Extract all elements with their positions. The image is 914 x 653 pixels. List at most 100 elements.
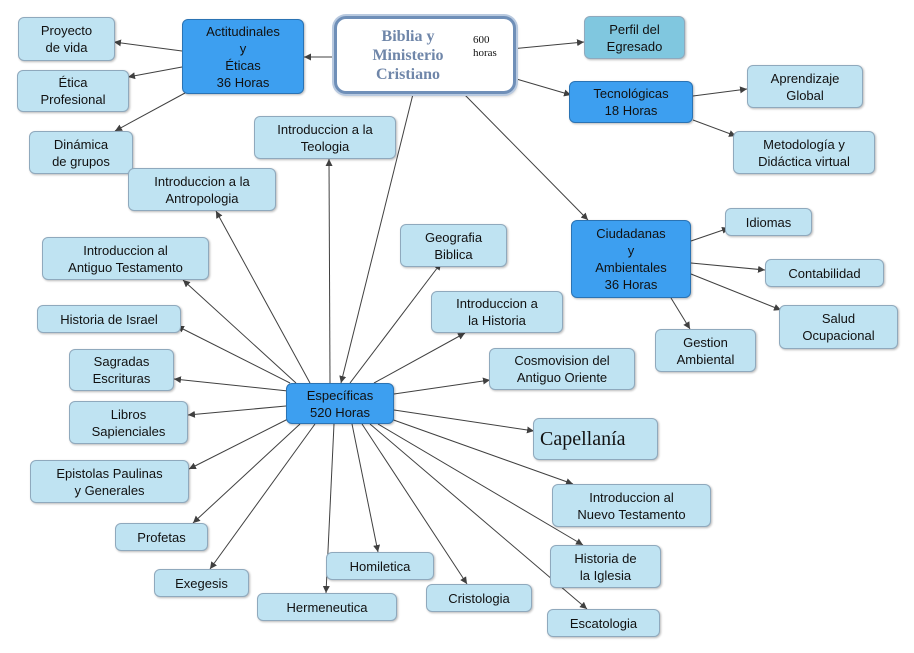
node-sagradas-escrituras-line-2: Escrituras (92, 371, 151, 386)
edge-actitudinales-dinamica (114, 92, 186, 132)
node-intro-historia[interactable]: Introduccion a la Historia (431, 291, 563, 333)
node-idiomas[interactable]: Idiomas (725, 208, 812, 236)
root-hours-label-line-1: 600 (473, 34, 490, 46)
node-actitudinales-eticas-line-1: Actitudinales (206, 23, 280, 39)
node-intro-nuevo-testamento-line-1: Introduccion al (589, 489, 674, 505)
node-epistolas-paulinas-line-2: y Generales (74, 482, 145, 498)
node-intro-historia-line-1: Introduccion a (456, 296, 538, 311)
edge-especificas-sagradas (173, 376, 289, 392)
node-dinamica-grupos-line-1: Dinámica (53, 136, 109, 152)
node-ciudadanas-ambientales-line-3: Ambientales (595, 260, 667, 275)
edge-root-ciudadanas (462, 92, 589, 221)
node-proyecto-vida[interactable]: Proyecto de vida (18, 17, 115, 61)
edge-especificas-historia (373, 332, 466, 384)
edge-tecnologicas-aprendizaje (692, 86, 748, 97)
node-metodologia-didactica-line-1: Metodología y (763, 136, 845, 152)
edge-root-especificas (339, 93, 414, 384)
edge-especificas-geografia (349, 262, 442, 384)
node-historia-israel[interactable]: Historia de Israel (37, 305, 181, 333)
node-capellania[interactable]: Capellanía (533, 418, 658, 460)
node-contabilidad[interactable]: Contabilidad (765, 259, 884, 287)
edge-especificas-antropologia (215, 210, 311, 384)
edge-tecnologicas-metodologia (692, 119, 737, 137)
node-exegesis[interactable]: Exegesis (154, 569, 249, 597)
node-intro-antiguo-testamento-line-2: Antiguo Testamento (68, 259, 183, 275)
node-dinamica-grupos-line-2: de grupos (52, 153, 110, 169)
edge-especificas-israel (176, 325, 291, 384)
node-tecnologicas-line-1: Tecnológicas (593, 86, 669, 101)
node-libros-sapienciales-line-1: Libros (110, 406, 147, 422)
node-libros-sapienciales-line-2: Sapienciales (91, 423, 166, 439)
edge-actitudinales-etica (127, 66, 183, 80)
node-exegesis-line-1: Exegesis (175, 575, 228, 591)
edge-especificas-cristologia (361, 423, 468, 585)
node-actitudinales-eticas-line-2: y (239, 40, 247, 56)
edge-especificas-teologia (325, 158, 333, 384)
root-node-biblia-line-1: Biblia y (381, 27, 435, 45)
node-geografia-biblica-line-1: Geografia (424, 229, 483, 245)
node-intro-antiguo-testamento-line-1: Introduccion al (83, 242, 168, 258)
node-etica-profesional-line-1: Ética (58, 75, 88, 90)
edge-especificas-homiletica (351, 423, 381, 553)
node-historia-iglesia-line-1: Historia de (574, 550, 637, 566)
node-cristologia-line-1: Cristologia (448, 590, 510, 606)
node-sagradas-escrituras-line-1: Sagradas (93, 354, 150, 369)
node-profetas-line-1: Profetas (137, 529, 186, 545)
node-proyecto-vida-line-1: Proyecto (40, 23, 93, 38)
node-perfil-egresado-line-2: Egresado (606, 38, 663, 54)
node-epistolas-paulinas-line-1: Epistolas Paulinas (56, 465, 163, 481)
node-actitudinales-eticas-line-3: Éticas (225, 57, 261, 73)
node-idiomas-line-1: Idiomas (745, 214, 792, 230)
node-intro-teologia-line-1: Introduccion a la (277, 121, 373, 137)
root-node-biblia-line-2: Ministerio (372, 46, 444, 64)
node-gestion-ambiental-line-1: Gestion (683, 334, 728, 350)
node-salud-ocupacional-line-2: Ocupacional (802, 328, 875, 343)
node-perfil-egresado-line-1: Perfil del (609, 21, 660, 37)
node-ciudadanas-ambientales-line-4: 36 Horas (604, 277, 658, 292)
edge-ciudadanas-contabilidad (690, 262, 766, 273)
node-profetas[interactable]: Profetas (115, 523, 208, 551)
node-intro-teologia-line-2: Teologia (300, 138, 350, 154)
edge-especificas-nuevo-testamento (387, 417, 574, 485)
edge-especificas-capellania (393, 409, 535, 434)
node-cristologia[interactable]: Cristologia (426, 584, 532, 612)
node-proyecto-vida-line-2: de vida (45, 40, 88, 55)
node-contabilidad-line-1: Contabilidad (788, 265, 861, 281)
edge-ciudadanas-salud (690, 273, 782, 311)
node-intro-nuevo-testamento-line-2: Nuevo Testamento (577, 506, 686, 522)
node-homiletica[interactable]: Homiletica (326, 552, 434, 580)
node-intro-historia-line-2: la Historia (468, 313, 526, 328)
node-historia-israel-line-1: Historia de Israel (60, 311, 158, 327)
edge-especificas-profetas (192, 423, 301, 524)
node-aprendizaje-global-line-1: Aprendizaje (770, 70, 840, 86)
node-hermeneutica[interactable]: Hermeneutica (257, 593, 397, 621)
node-escatologia[interactable]: Escatologia (547, 609, 660, 637)
edge-ciudadanas-idiomas (690, 226, 730, 242)
node-historia-iglesia-line-2: la Iglesia (579, 567, 632, 583)
edge-especificas-sapienciales (187, 405, 287, 418)
node-aprendizaje-global-line-2: Global (786, 87, 824, 103)
